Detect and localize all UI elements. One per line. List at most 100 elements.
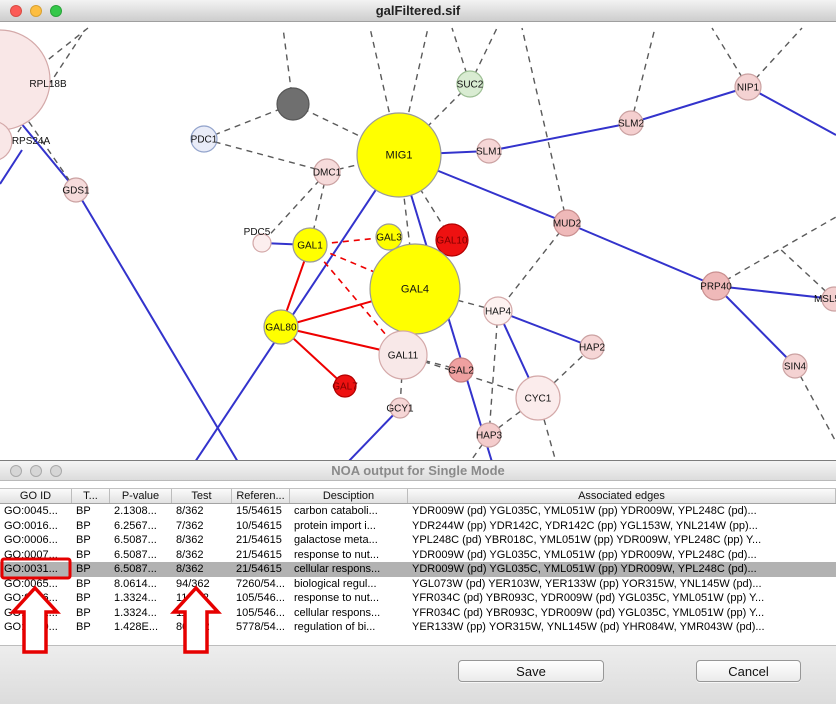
node-label: MSL5	[814, 294, 836, 305]
node-msl5[interactable]	[821, 286, 836, 312]
zoom-window-button[interactable]	[50, 464, 62, 477]
minimize-button[interactable]	[30, 464, 42, 477]
graph-edge	[261, 171, 328, 244]
table-cell: 1.428E...	[114, 621, 159, 633]
graph-edge	[630, 86, 749, 124]
column-header[interactable]: GO ID	[0, 489, 72, 503]
node-suc2[interactable]	[456, 70, 484, 98]
node-rps24a[interactable]	[0, 121, 13, 161]
node-gal1[interactable]	[292, 227, 328, 263]
node-mud2[interactable]	[553, 209, 581, 237]
node-dmc1[interactable]	[313, 158, 341, 186]
table-cell: cellular respons...	[294, 563, 381, 575]
table-cell: 15/54615	[236, 505, 282, 517]
node-gal7[interactable]	[333, 374, 357, 398]
node-slm2[interactable]	[618, 110, 644, 136]
node-prp40[interactable]	[701, 271, 731, 301]
column-header[interactable]: Test	[172, 489, 232, 503]
node-gal11[interactable]	[378, 330, 428, 380]
node-label: SIN4	[784, 362, 807, 373]
node-hap3[interactable]	[476, 422, 502, 448]
node-pdc5[interactable]	[252, 233, 272, 253]
table-cell: galactose meta...	[294, 534, 378, 546]
node-pdc1[interactable]	[190, 125, 218, 153]
table-cell: YDR244W (pp) YDR142C, YDR142C (pp) YGL15…	[412, 519, 758, 532]
table-cell: 7260/54...	[236, 577, 285, 590]
graph-edge	[398, 83, 471, 156]
table-cell: YDR009W (pd) YGL035C, YML051W (pp) YDR00…	[412, 505, 757, 517]
table-cell: 94/362	[176, 577, 210, 590]
graph-edge	[497, 310, 593, 348]
node-mig1[interactable]	[356, 112, 442, 198]
node-label: CYC1	[525, 394, 552, 405]
graph-edge	[195, 154, 400, 460]
column-header[interactable]: Associated edges	[408, 489, 836, 503]
column-header[interactable]: Desciption	[290, 489, 408, 503]
node-label: PRP40	[700, 282, 732, 293]
node-rpl18b[interactable]	[0, 29, 51, 131]
table-cell: 8/362	[176, 505, 204, 517]
node-darknode[interactable]	[276, 87, 310, 121]
noa-window-title: NOA output for Single Mode	[331, 463, 505, 478]
graph-edge	[715, 285, 835, 300]
node-gal3[interactable]	[375, 223, 403, 251]
table-cell: YGL073W (pd) YER103W, YER133W (pp) YOR31…	[412, 577, 762, 590]
graph-edge	[715, 285, 796, 367]
table-cell: carbon cataboli...	[294, 505, 378, 517]
node-gal80[interactable]	[263, 309, 299, 345]
node-gal10[interactable]	[435, 223, 469, 257]
network-window-titlebar[interactable]: galFiltered.sif	[0, 0, 836, 22]
column-header[interactable]: T...	[72, 489, 110, 503]
node-label: SUC2	[457, 80, 484, 91]
node-nip1[interactable]	[734, 73, 762, 101]
node-gds1[interactable]	[63, 177, 89, 203]
table-cell: GO:0007...	[4, 548, 58, 561]
node-label: MIG1	[386, 150, 413, 162]
table-cell: response to nut...	[294, 592, 379, 604]
column-header[interactable]: P-value	[110, 489, 172, 503]
graph-edge	[451, 27, 471, 85]
node-hap2[interactable]	[579, 334, 605, 360]
node-label: DMC1	[313, 168, 342, 179]
node-label: GAL1	[297, 241, 323, 252]
zoom-window-button[interactable]	[50, 4, 62, 17]
node-label: PDC5	[244, 227, 271, 238]
node-label: MUD2	[553, 219, 582, 230]
close-button[interactable]	[10, 464, 22, 477]
node-hap4[interactable]	[483, 296, 513, 326]
table-cell: YPL248C (pd) YBR018C, YML051W (pp) YDR00…	[412, 534, 762, 546]
node-gal2[interactable]	[448, 357, 474, 383]
table-cell: 6.5087...	[114, 534, 157, 546]
close-button[interactable]	[10, 4, 22, 17]
table-cell: BP	[76, 577, 91, 590]
table-cell: GO:0031...	[4, 606, 58, 619]
network-canvas[interactable]: RPL18BRPS24AGDS1PDC1DMC1MIG1SUC2SLM1SLM2…	[0, 22, 836, 460]
node-gcy1[interactable]	[389, 397, 411, 419]
graph-edge	[521, 27, 568, 224]
table-cell: cellular respons...	[294, 606, 381, 619]
node-cyc1[interactable]	[515, 375, 561, 421]
noa-window-titlebar[interactable]: NOA output for Single Mode	[0, 461, 836, 481]
column-header[interactable]: Referen...	[232, 489, 290, 503]
table-cell: 6.2567...	[114, 519, 157, 532]
table-cell: BP	[76, 606, 91, 619]
node-slm1[interactable]	[476, 138, 502, 164]
table-cell: GO:0050...	[4, 621, 58, 633]
table-cell: 6.5087...	[114, 548, 157, 561]
minimize-button[interactable]	[30, 4, 42, 17]
node-sin4[interactable]	[782, 353, 808, 379]
save-button[interactable]: Save	[458, 660, 604, 682]
cancel-button[interactable]: Cancel	[696, 660, 801, 682]
node-label: GCY1	[386, 404, 414, 415]
